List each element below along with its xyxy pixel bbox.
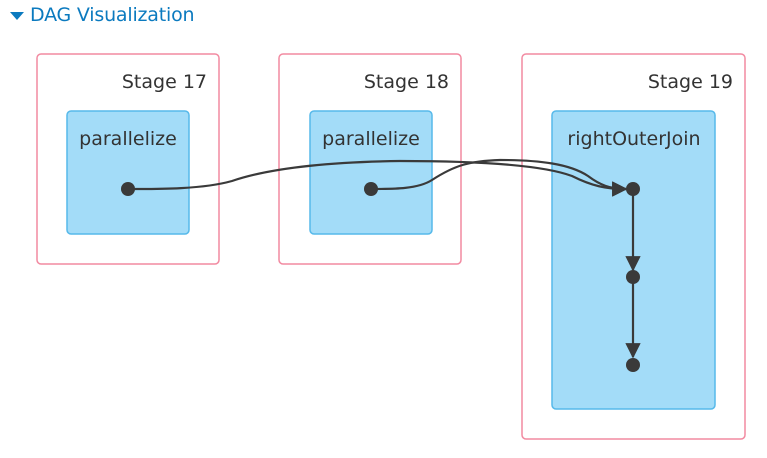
rdd-node[interactable] — [364, 182, 378, 196]
operation-box — [309, 110, 433, 235]
rdd-node[interactable] — [626, 270, 640, 284]
rdd-node[interactable] — [626, 358, 640, 372]
stage-label: Stage 18 — [364, 71, 449, 93]
operation-label: parallelize — [79, 128, 177, 150]
operation-label: parallelize — [322, 128, 420, 150]
stage-cluster-17[interactable]: Stage 17 parallelize — [36, 53, 220, 265]
dag-visualization-toggle[interactable]: DAG Visualization — [10, 2, 195, 28]
rdd-node[interactable] — [121, 182, 135, 196]
dag-edge — [127, 159, 628, 197]
operation-cluster-parallelize[interactable]: parallelize — [309, 110, 433, 235]
rdd-node[interactable] — [626, 182, 640, 196]
stage-label: Stage 19 — [648, 71, 733, 93]
section-title: DAG Visualization — [30, 3, 195, 26]
stage-label: Stage 17 — [122, 71, 207, 93]
operation-cluster-parallelize[interactable]: parallelize — [66, 110, 190, 235]
triangle-down-icon — [10, 12, 24, 20]
stage-cluster-18[interactable]: Stage 18 parallelize — [278, 53, 462, 265]
operation-label: rightOuterJoin — [567, 128, 700, 150]
operation-box — [66, 110, 190, 235]
dag-edge — [370, 158, 628, 197]
